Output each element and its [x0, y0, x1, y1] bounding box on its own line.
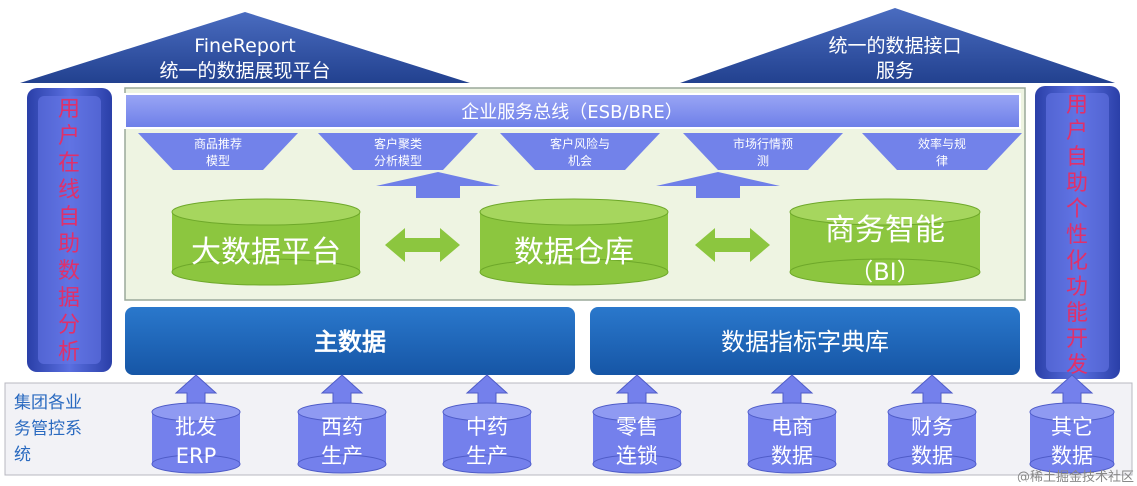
dictionary-label: 数据指标字典库: [721, 328, 889, 356]
model-label: 分析模型: [374, 154, 422, 168]
master-data-label: 主数据: [314, 328, 386, 356]
source-label: 西药: [321, 415, 363, 439]
pillar-char: 自: [58, 205, 80, 230]
platform-label: 商务智能: [825, 213, 945, 248]
pillar-char: 功: [1066, 275, 1088, 300]
platform-label: （BI）: [849, 258, 921, 286]
model-label: 律: [936, 154, 948, 168]
source-label: 数据: [771, 444, 813, 468]
roof-left-title: FineReport: [194, 35, 296, 57]
source-label: 数据: [1051, 444, 1093, 468]
model-label: 市场行情预: [733, 136, 793, 151]
pillar-char: 发: [1066, 353, 1088, 378]
source-cylinder: 批发 ERP: [151, 402, 241, 474]
platform-label: 大数据平台: [191, 235, 341, 270]
pillar-char: 户: [1066, 119, 1088, 144]
pillar-char: 自: [1066, 145, 1088, 170]
roof-left: FineReport 统一的数据展现平台: [20, 12, 470, 83]
model-label: 效率与规: [918, 136, 966, 151]
source-label: 批发: [175, 415, 217, 439]
esb-label: 企业服务总线（ESB/BRE）: [461, 102, 682, 123]
pillar-char: 分: [58, 313, 80, 338]
source-label: 生产: [466, 444, 508, 468]
source-label: 数据: [911, 444, 953, 468]
pillar-char: 助: [1066, 171, 1088, 196]
source-label: 生产: [321, 444, 363, 468]
model-label: 机会: [568, 154, 592, 168]
pillar-char: 开: [1066, 327, 1088, 352]
pillar-char: 个: [1066, 197, 1088, 222]
roof-right-subtitle: 服务: [876, 60, 914, 82]
esb-bar: [124, 93, 1021, 129]
pillar-char: 据: [58, 286, 80, 311]
platform-cylinder: 数据仓库: [479, 198, 669, 286]
model-label: 模型: [206, 154, 230, 168]
source-label: 中药: [466, 415, 508, 439]
double-arrow-icon: [385, 228, 460, 262]
source-systems-label: 统: [14, 445, 31, 465]
pillar-char: 在: [58, 151, 80, 176]
source-label: 连锁: [616, 444, 658, 468]
source-label: 零售: [616, 415, 658, 439]
platform-cylinder: 大数据平台: [171, 198, 361, 286]
model-label: 客户风险与: [550, 136, 610, 151]
platform-cylinder: 商务智能 （BI）: [789, 198, 981, 286]
pillar-char: 助: [58, 232, 80, 257]
up-arrow-icon: [376, 172, 500, 198]
roof-right: 统一的数据接口 服务: [680, 8, 1115, 83]
pillar-char: 化: [1066, 249, 1088, 274]
source-systems-label: 集团各业: [14, 393, 82, 413]
source-label: 财务: [911, 415, 953, 439]
pillar-char: 户: [58, 124, 80, 149]
source-systems-label: 务管控系: [14, 419, 82, 439]
double-arrow-icon: [695, 228, 770, 262]
model-label: 客户聚类: [374, 136, 422, 151]
pillar-char: 能: [1066, 301, 1088, 326]
source-label: 电商: [771, 415, 813, 439]
platform-label: 数据仓库: [514, 235, 634, 270]
up-arrow-icon: [656, 172, 780, 198]
roof-right-title: 统一的数据接口: [828, 35, 961, 57]
dictionary-bar: [590, 307, 1020, 375]
watermark: @稀土掘金技术社区: [1017, 469, 1134, 482]
pillar-char: 线: [58, 178, 80, 203]
pillar-char: 性: [1066, 223, 1088, 248]
source-label: ERP: [176, 444, 217, 468]
pillar-char: 数: [58, 259, 80, 284]
source-label: 其它: [1051, 415, 1093, 439]
pillar-char: 析: [58, 340, 80, 365]
model-label: 商品推荐: [194, 136, 242, 151]
master-data-bar: [125, 307, 575, 375]
model-label: 测: [757, 154, 769, 168]
roof-left-subtitle: 统一的数据展现平台: [159, 60, 330, 82]
pillar-char: 用: [1066, 93, 1088, 118]
pillar-char: 用: [58, 97, 80, 122]
